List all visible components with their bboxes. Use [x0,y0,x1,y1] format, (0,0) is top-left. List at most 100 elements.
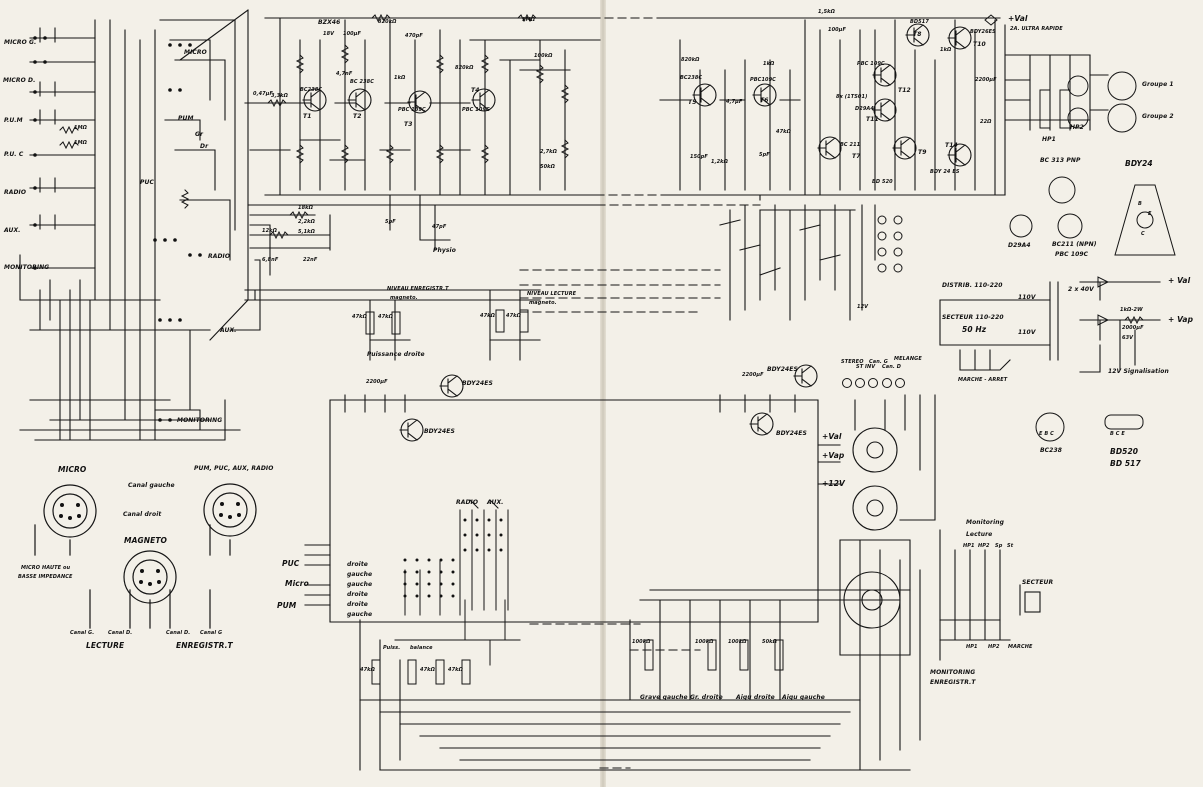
resistor-label: 22Ω [980,119,992,125]
selector-label-aux: AUX. [220,327,237,334]
pot-aigu-droite: Aigu droite [736,694,775,701]
capacitor-label: 4,7μF [726,99,743,105]
selector-label-radio: RADIO [208,253,231,260]
mon-lecture: Lecture [966,531,993,538]
bottom-input-pum: PUM [277,601,297,610]
mon-secteur: SECTEUR [1022,579,1054,586]
pot-value: 50kΩ [762,639,777,645]
fuse-label: 2A. ULTRA RAPIDE [1010,26,1063,32]
mon-st: St [1007,543,1014,549]
pot-aigu-gauche: Aigu gauche [782,694,825,701]
led-canal-d: Can. D [882,364,901,370]
psu-capacitor-voltage: 63V [1122,335,1134,341]
main-board [304,394,841,623]
connector-micro-note: BASSE IMPEDANCE [18,574,73,580]
psu-2x40v: 2 x 40V [1068,286,1094,293]
connector-micro-note: MICRO HAUTE ou [21,565,71,571]
pot-value: 47kΩ [420,667,435,673]
pinout-bc211: BC211 (NPN) [1052,241,1097,248]
bottom-channel: gauche [347,571,373,578]
psu-vap: + Vap [1168,315,1194,324]
mon-hp2: HP2 [978,543,990,549]
resistor-label: 47kΩ [776,129,791,135]
transistor-id: T3 [404,121,413,128]
led-melange: MELANGE [894,356,922,362]
capacitor-label: 2200μF [975,77,997,83]
diode-label: 8x (1TS01) [836,94,868,100]
transistor-type: BC 211 [840,142,861,148]
din-connectors [34,483,257,629]
capacitor-label: 0,47μF [253,91,274,97]
pot-value: 47kΩ [360,667,375,673]
capacitor-label: 100μF [828,27,847,33]
level-puissance: Puissance droite [367,351,425,358]
connector-enreg: ENREGISTR.T [176,641,233,650]
power-amp-section [659,17,1109,201]
board-capacitor: 2200μF [742,372,764,378]
level-lect2: magneto. [529,300,557,306]
level-pot: 47kΩ [506,313,521,319]
capacitor-label: 22nF [303,257,318,263]
transistor-id: T5 [688,99,697,106]
monitoring-switch [939,529,1041,661]
resistor-label: 12kΩ [262,228,277,234]
level-enreg2: magneto. [390,295,418,301]
transistor-id: T12 [898,87,911,94]
pinout-bdy24: BDY24 [1125,159,1153,168]
input-switch-bank [19,9,291,441]
connector-canal-droit: Canal droit [123,511,162,518]
selector-label-monitoring: MONITORING [177,417,223,424]
bottom-input-micro: Micro [285,579,309,588]
resistor-label: 1,5kΩ [818,9,835,15]
led-stinv: ST INV [856,364,876,370]
capacitor-label: 47pF [432,224,447,230]
mon-marche: MARCHE [1008,644,1033,650]
mon-sp: Sp [995,543,1003,549]
psu-110v: 110V [1018,294,1036,301]
resistor-label: 18kΩ [298,205,313,211]
capacitor-label: 150pF [690,154,708,160]
supply-val: +Val [1008,14,1028,23]
pot-gr-droite: Gr. droite [690,694,723,701]
connector-magneto-pin: Canal G. [70,630,95,636]
connector-magneto-pin: Canal D. [108,630,133,636]
psu-marche-arret: MARCHE - ARRET [958,377,1008,383]
resistor-label: 1MΩ [522,17,536,23]
connector-lecture: LECTURE [86,641,125,650]
transistor-id: T8 [913,31,922,38]
transistor-type: BDY26ES [970,29,996,35]
level-lect: NIVEAU LECTURE [527,291,577,297]
connector-pum: PUM, PUC, AUX, RADIO [194,465,274,472]
psu-secteur: SECTEUR 110-220 [942,314,1004,321]
pinout-symbols [1009,176,1176,442]
input-label-radio: RADIO [4,189,27,196]
capacitor-label: 4,7nF [336,71,353,77]
bottom-channel: gauche [347,581,373,588]
transistor-id: T6 [760,97,769,104]
pinout-bd517: BD 517 [1110,459,1141,468]
input-label-aux: AUX. [4,227,21,234]
transistor-id: T9 [918,149,927,156]
level-12v: 12V [857,304,869,310]
pot-balance: balance [410,645,433,651]
input-label-micro-d: MICRO D. [3,77,36,84]
transistor-type: BC238C [300,87,323,93]
pinout-ebc: E B C [1039,431,1054,437]
transistor-type: BC 238C [350,79,375,85]
psu-hz: 50 Hz [962,325,987,334]
bottom-radio: RADIO [456,499,479,506]
selector-label-dr: Dr [200,143,209,150]
level-pots [244,289,541,361]
resistor-label: 1,2kΩ [711,159,728,165]
bottom-channel: droite [347,561,368,568]
board-transistor: BDY24ES [767,366,798,373]
transistor-id: T7 [852,153,861,160]
transistor-id: T11 [866,116,879,123]
output-hp1: HP1 [1042,136,1056,143]
transistor-type: PBC 109C [857,61,885,67]
pinout-bc238: BC238 [1040,447,1063,454]
resistor-label: 100kΩ [534,53,553,59]
mon-hp1: HP1 [963,543,975,549]
transistor-id: T2 [353,113,362,120]
